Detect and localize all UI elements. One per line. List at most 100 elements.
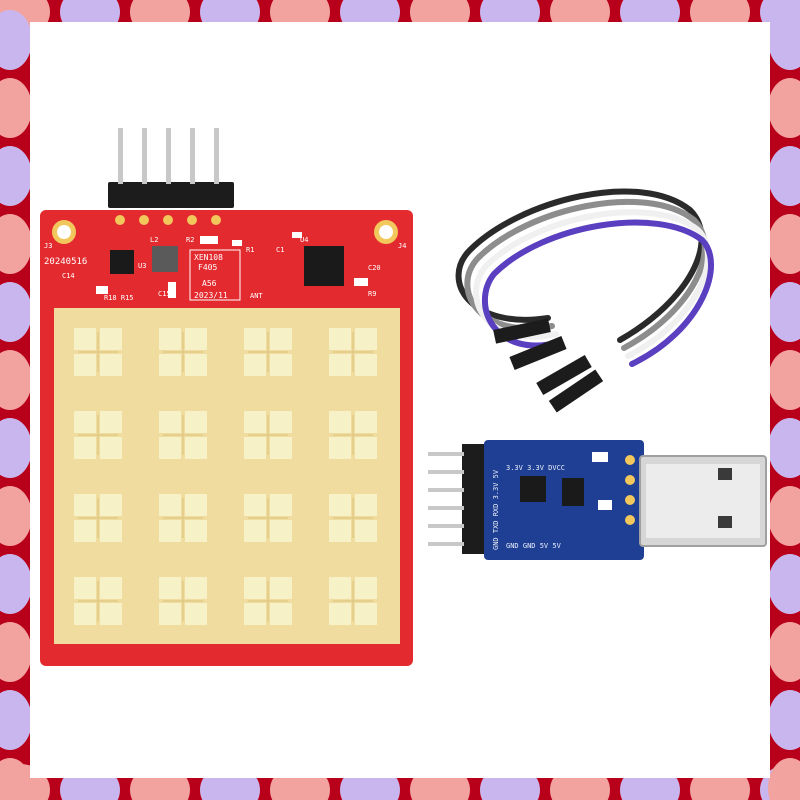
antenna-patch-group: [244, 577, 292, 625]
antenna-patch: [270, 520, 292, 542]
antenna-patch-group: [74, 577, 122, 625]
antenna-patch-group: [244, 494, 292, 542]
antenna-patch: [355, 437, 377, 459]
antenna-patch: [244, 603, 266, 625]
balloon: [0, 78, 32, 138]
antenna-patch: [100, 603, 122, 625]
antenna-patch: [74, 603, 96, 625]
antenna-patch: [74, 577, 96, 599]
usb-pin-labels-top: 3.3V 3.3V DVCC: [506, 464, 565, 472]
antenna-patch: [329, 354, 351, 376]
antenna-patch: [270, 411, 292, 433]
balloon: [0, 10, 32, 70]
antenna-patch: [185, 437, 207, 459]
ref-j4: J4: [398, 242, 406, 250]
antenna-patch: [244, 328, 266, 350]
antenna-patch: [329, 520, 351, 542]
balloon: [768, 78, 800, 138]
antenna-patch: [355, 494, 377, 516]
antenna-patch: [100, 437, 122, 459]
cable-connector-1: [493, 318, 551, 344]
chip-label-line3: A56: [202, 279, 217, 288]
antenna-patch-group: [329, 328, 377, 376]
chip-label-line1: XEN108: [194, 253, 223, 262]
balloon: [0, 554, 32, 614]
balloon: [768, 622, 800, 682]
antenna-patch-group: [74, 411, 122, 459]
antenna-patch: [329, 411, 351, 433]
antenna-patch: [270, 494, 292, 516]
antenna-patch: [185, 411, 207, 433]
antenna-patch-group: [159, 411, 207, 459]
balloon: [768, 282, 800, 342]
antenna-patch: [185, 520, 207, 542]
balloon: [0, 282, 32, 342]
antenna-patch: [355, 577, 377, 599]
antenna-patch: [329, 577, 351, 599]
antenna-patch: [185, 603, 207, 625]
usb-pin-labels-side: GND TXD RXD 3.3V 5V: [492, 469, 500, 550]
chip-u4: [304, 246, 344, 286]
balloon: [0, 758, 32, 800]
balloon: [0, 622, 32, 682]
antenna-patch: [100, 354, 122, 376]
antenna-patch: [185, 354, 207, 376]
balloon: [768, 350, 800, 410]
ref-j3: J3: [44, 242, 52, 250]
antenna-patch-group: [159, 494, 207, 542]
balloon: [768, 418, 800, 478]
antenna-patch: [270, 437, 292, 459]
antenna-patch: [270, 354, 292, 376]
antenna-patch: [159, 437, 181, 459]
antenna-patch: [159, 354, 181, 376]
antenna-patch: [329, 328, 351, 350]
antenna-patch-group: [159, 328, 207, 376]
jumper-cable: [455, 188, 714, 413]
chip-label-line4: 2023/11: [194, 291, 228, 300]
antenna-patch: [159, 494, 181, 516]
ref-r2: R2: [186, 236, 194, 244]
ref-r1: R1: [246, 246, 254, 254]
ref-u3: U3: [138, 262, 146, 270]
chip-label-box: [189, 249, 241, 301]
antenna-patch: [185, 577, 207, 599]
antenna-patch-group: [74, 494, 122, 542]
ref-u4: U4: [300, 236, 308, 244]
antenna-patch: [100, 494, 122, 516]
antenna-patch: [185, 328, 207, 350]
header-pins: [108, 128, 234, 208]
ref-c20: C20: [368, 264, 381, 272]
antenna-patch: [185, 494, 207, 516]
antenna-patch: [74, 520, 96, 542]
balloon: [0, 350, 32, 410]
ref-l2: L2: [150, 236, 158, 244]
antenna-patch-group: [244, 328, 292, 376]
antenna-patch: [244, 411, 266, 433]
antenna-patch: [100, 577, 122, 599]
cable-connector-4: [548, 369, 604, 413]
balloon: [768, 690, 800, 750]
antenna-patch: [329, 437, 351, 459]
balloon: [768, 554, 800, 614]
antenna-patch-group: [329, 494, 377, 542]
antenna-patch-group: [74, 328, 122, 376]
antenna-patch: [355, 603, 377, 625]
usb-ttl-adapter: 3.3V 3.3V DVCC GND GND 5V 5V GND TXD RXD…: [428, 440, 767, 560]
antenna-patch-group: [159, 577, 207, 625]
antenna-patch: [159, 411, 181, 433]
antenna-patch: [74, 437, 96, 459]
antenna-patch: [329, 494, 351, 516]
radar-sensor-board: 20240516 J3 J4 C14 R18 R15 C15 U3 L2 R2 …: [40, 128, 413, 666]
antenna-patch: [270, 603, 292, 625]
antenna-patch: [329, 603, 351, 625]
balloon: [0, 146, 32, 206]
antenna-patch-group: [329, 577, 377, 625]
antenna-patch-group: [329, 411, 377, 459]
antenna-patch: [100, 328, 122, 350]
antenna-patch: [244, 494, 266, 516]
antenna-patch: [244, 520, 266, 542]
antenna-patch-grid: [74, 328, 377, 625]
usb-pin-labels-bottom: GND GND 5V 5V: [506, 542, 562, 550]
antenna-patch: [159, 520, 181, 542]
balloon: [0, 690, 32, 750]
